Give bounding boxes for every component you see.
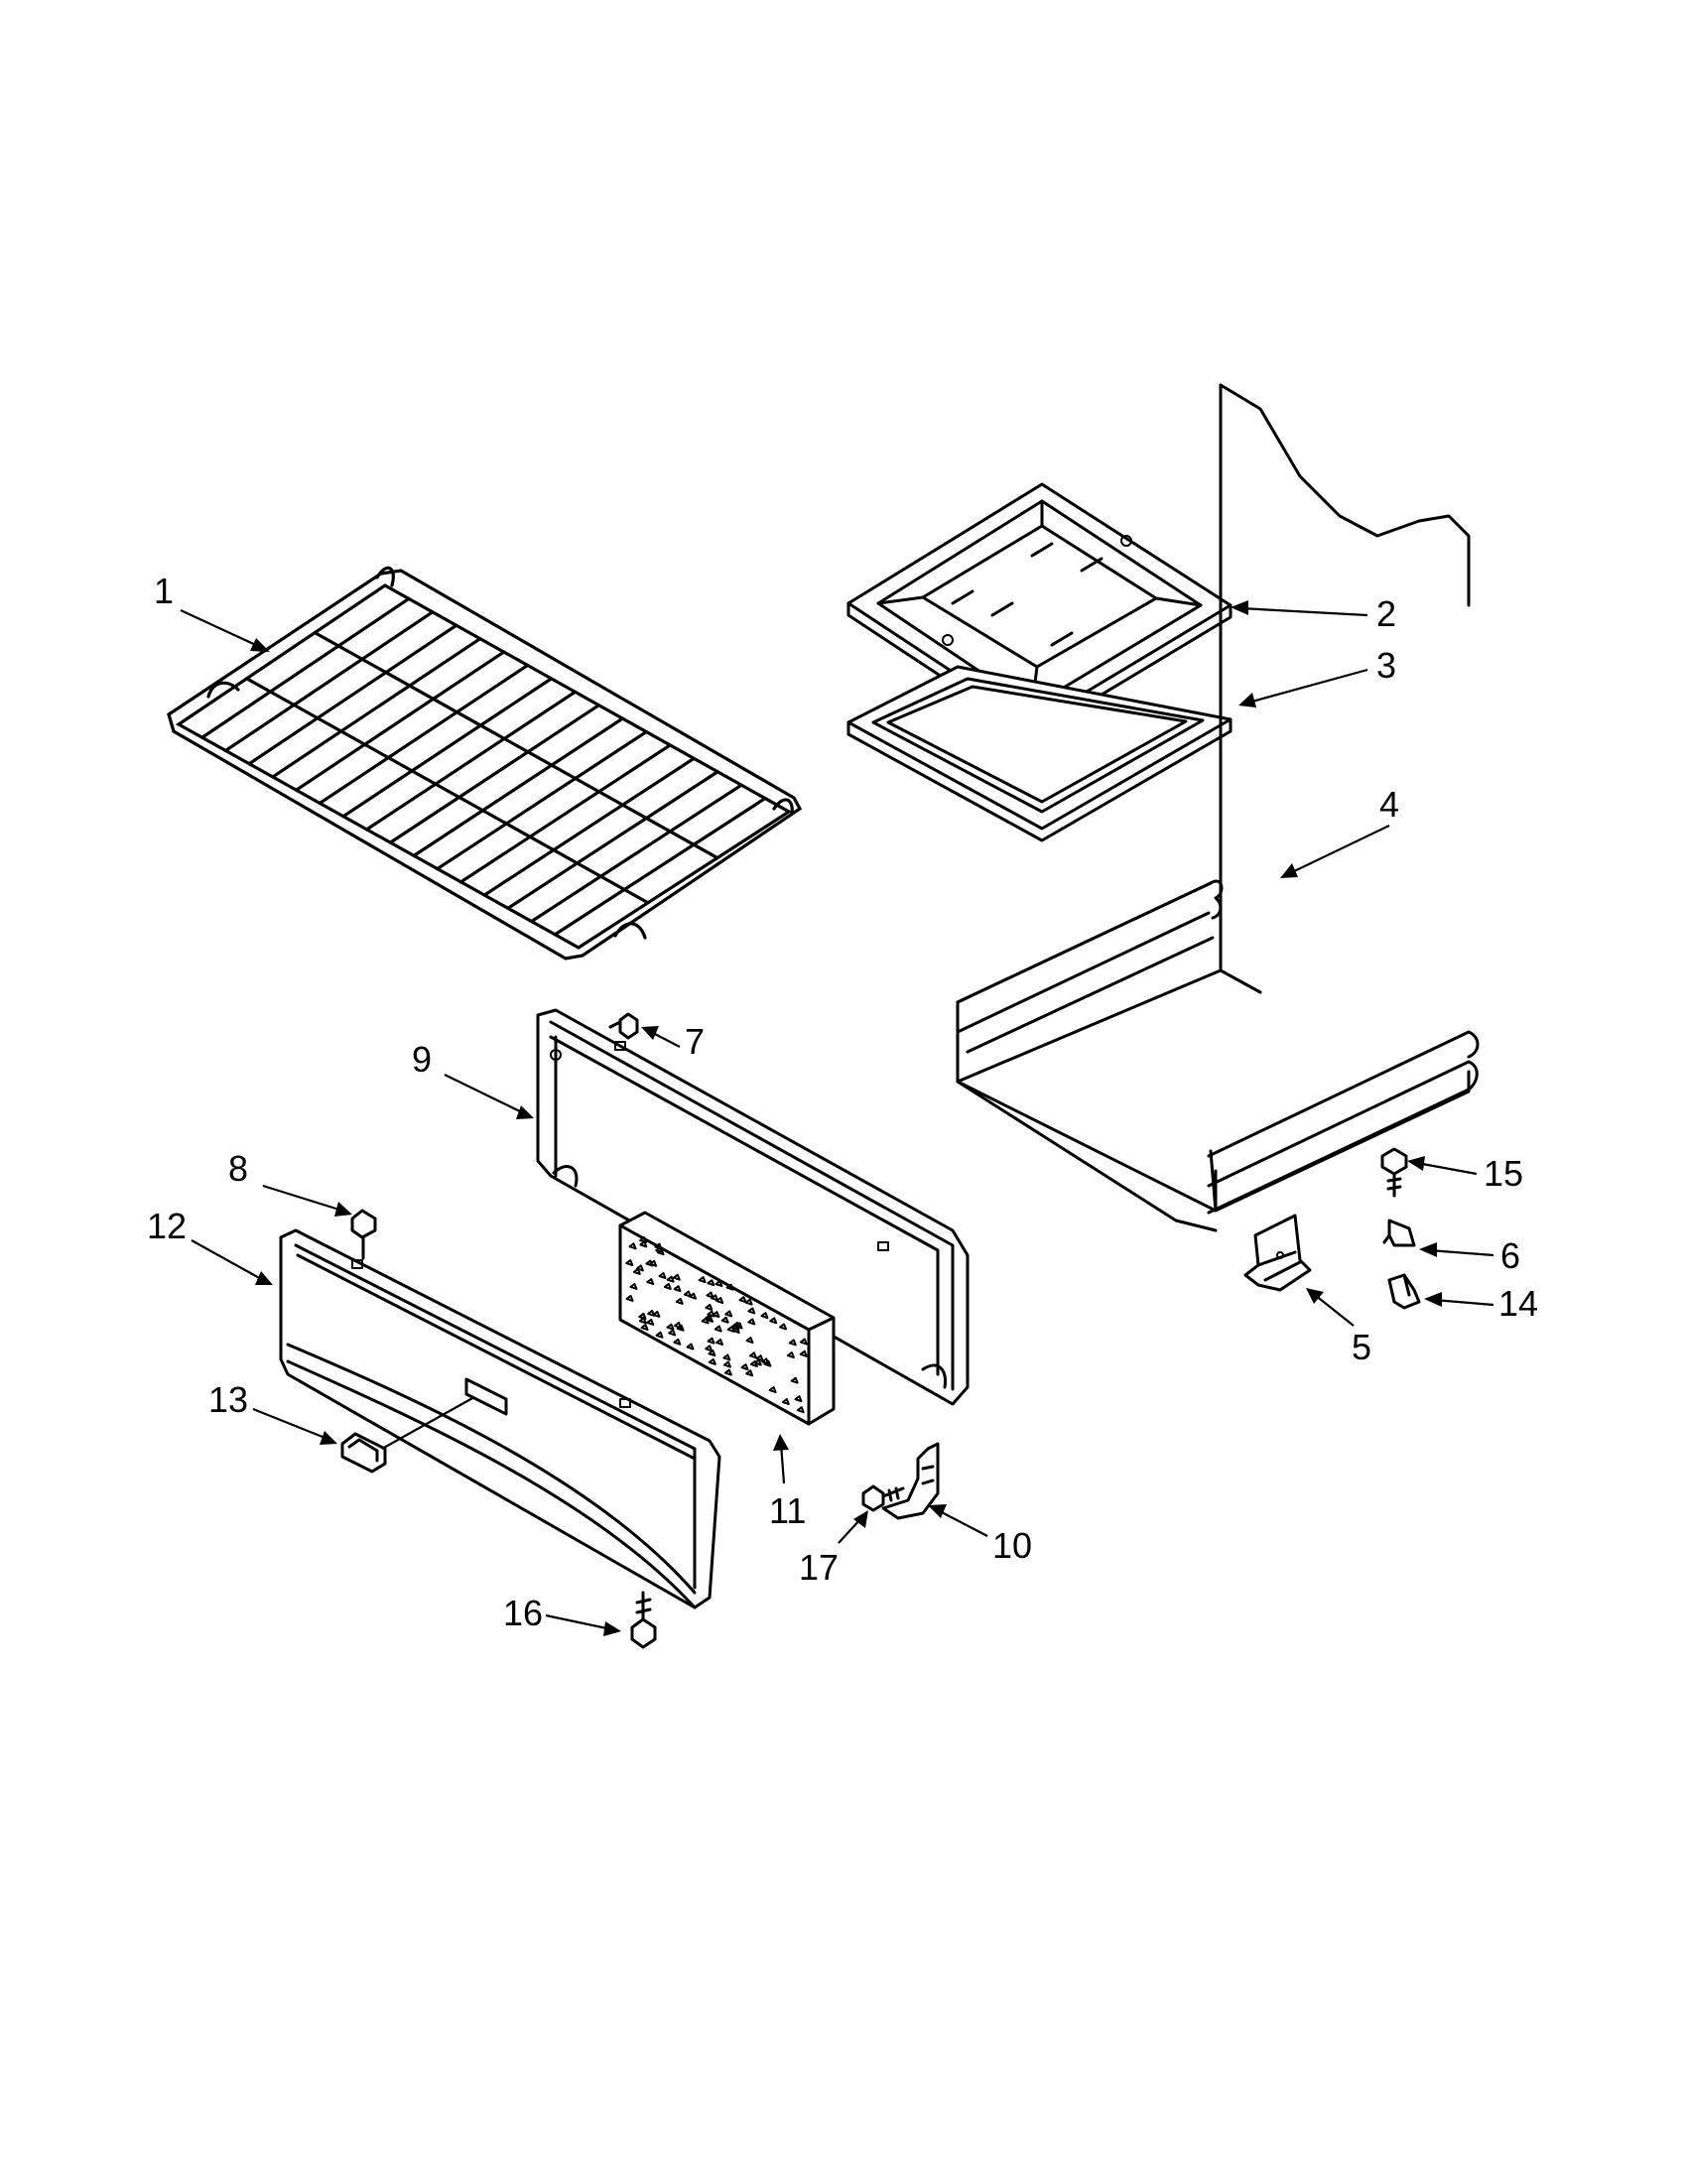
callout-11: 11 — [769, 1490, 806, 1531]
broiler-pan-insert — [846, 665, 1233, 842]
callout-8: 8 — [228, 1148, 248, 1189]
bracket-10 — [881, 1442, 940, 1520]
callout-labels: 1 2 3 4 5 6 7 8 9 10 11 12 13 14 15 16 1… — [147, 571, 1538, 1633]
drawer-front-panel — [279, 1228, 721, 1609]
screw-17 — [861, 1484, 905, 1512]
drawer-body — [956, 383, 1480, 1232]
callout-7: 7 — [685, 1021, 705, 1062]
screw-15 — [1380, 1147, 1408, 1198]
callout-10: 10 — [992, 1525, 1032, 1566]
callout-15: 15 — [1484, 1153, 1523, 1194]
callout-2: 2 — [1376, 593, 1396, 634]
drawer-inner-panel — [536, 1008, 970, 1406]
callout-13: 13 — [208, 1379, 248, 1420]
screw-8 — [350, 1209, 377, 1260]
screw-7 — [608, 1012, 639, 1040]
callout-1: 1 — [154, 571, 174, 611]
handle-trim — [340, 1396, 475, 1474]
oven-rack — [167, 566, 803, 961]
screw-16 — [630, 1591, 657, 1649]
callout-14: 14 — [1498, 1283, 1538, 1324]
leader-lines — [180, 600, 1494, 1636]
clip-6 — [1382, 1219, 1416, 1247]
callout-9: 9 — [412, 1039, 432, 1080]
callout-6: 6 — [1500, 1235, 1520, 1276]
callout-4: 4 — [1379, 784, 1399, 825]
insulation-pad — [618, 1211, 836, 1426]
broiler-pan — [846, 482, 1233, 738]
callout-16: 16 — [503, 1593, 543, 1633]
bracket-5 — [1243, 1214, 1312, 1292]
callout-12: 12 — [147, 1206, 187, 1246]
clip-14 — [1387, 1273, 1421, 1310]
callout-5: 5 — [1352, 1327, 1371, 1367]
callout-3: 3 — [1376, 645, 1396, 686]
callout-17: 17 — [799, 1547, 839, 1588]
